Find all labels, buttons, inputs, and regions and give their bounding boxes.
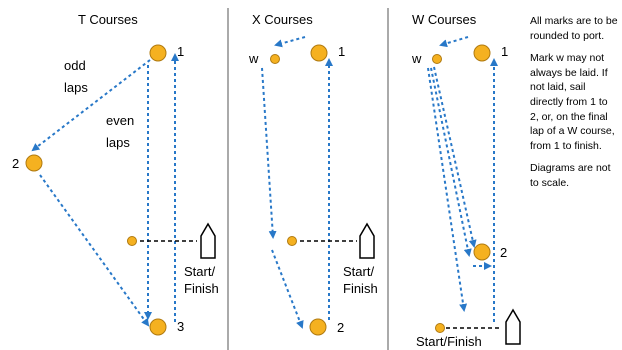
- route-arrow: [439, 36, 469, 48]
- start-mark-buoy-icon: [287, 236, 297, 246]
- t-course-diagram: [31, 53, 179, 327]
- course-notes: All marks are to be rounded to port. Mar…: [530, 14, 618, 199]
- even-laps-label: even laps: [106, 113, 135, 150]
- mark-1-buoy-icon: [149, 44, 167, 62]
- mark-1-buoy-icon: [473, 44, 491, 62]
- mark-1-buoy-icon: [310, 44, 328, 62]
- route-arrow: [31, 59, 151, 152]
- x-courses-title: X Courses: [252, 12, 313, 27]
- w-mark-2-label: 2: [500, 245, 508, 260]
- committee-boat-icon: [200, 222, 216, 259]
- start-mark-buoy-icon: [127, 236, 137, 246]
- t-mark-2-label: 2: [12, 156, 20, 171]
- committee-boat-icon: [505, 308, 521, 345]
- odd-laps-label: odd laps: [64, 58, 88, 95]
- w-mark-w-label: w: [412, 51, 422, 66]
- note-mark-w: Mark w may not always be laid. If not la…: [530, 52, 615, 152]
- mark-w-buoy-icon: [270, 54, 280, 64]
- x-mark-1-label: 1: [338, 44, 346, 59]
- x-course-diagram: [261, 36, 333, 329]
- route-arrow: [274, 36, 306, 48]
- route-arrow: [427, 67, 468, 312]
- route-arrow: [433, 66, 477, 248]
- route-arrow: [430, 67, 472, 257]
- w-courses-title: W Courses: [412, 12, 477, 27]
- route-arrow: [39, 174, 150, 327]
- note-scale: Diagrams are not to scale.: [530, 162, 611, 189]
- mark-2-buoy-icon: [25, 154, 43, 172]
- x-start-finish-label: Start/ Finish: [343, 264, 378, 296]
- route-arrow: [261, 67, 277, 239]
- t-courses-title: T Courses: [78, 12, 138, 27]
- mark-2-buoy-icon: [473, 243, 491, 261]
- x-mark-2-label: 2: [337, 320, 345, 335]
- w-mark-1-label: 1: [501, 44, 509, 59]
- route-arrow: [271, 249, 304, 329]
- t-start-finish-label: Start/ Finish: [184, 264, 219, 296]
- w-course-diagram: [427, 36, 498, 322]
- committee-boat-icon: [359, 222, 375, 259]
- w-start-finish-label: Start/Finish: [416, 334, 482, 349]
- start-mark-buoy-icon: [435, 323, 445, 333]
- mark-2-buoy-icon: [309, 318, 327, 336]
- note-rounding: All marks are to be rounded to port.: [530, 15, 618, 42]
- mark-w-buoy-icon: [432, 54, 442, 64]
- mark-3-buoy-icon: [149, 318, 167, 336]
- x-mark-w-label: w: [249, 51, 259, 66]
- t-mark-1-label: 1: [177, 44, 185, 59]
- t-mark-3-label: 3: [177, 319, 185, 334]
